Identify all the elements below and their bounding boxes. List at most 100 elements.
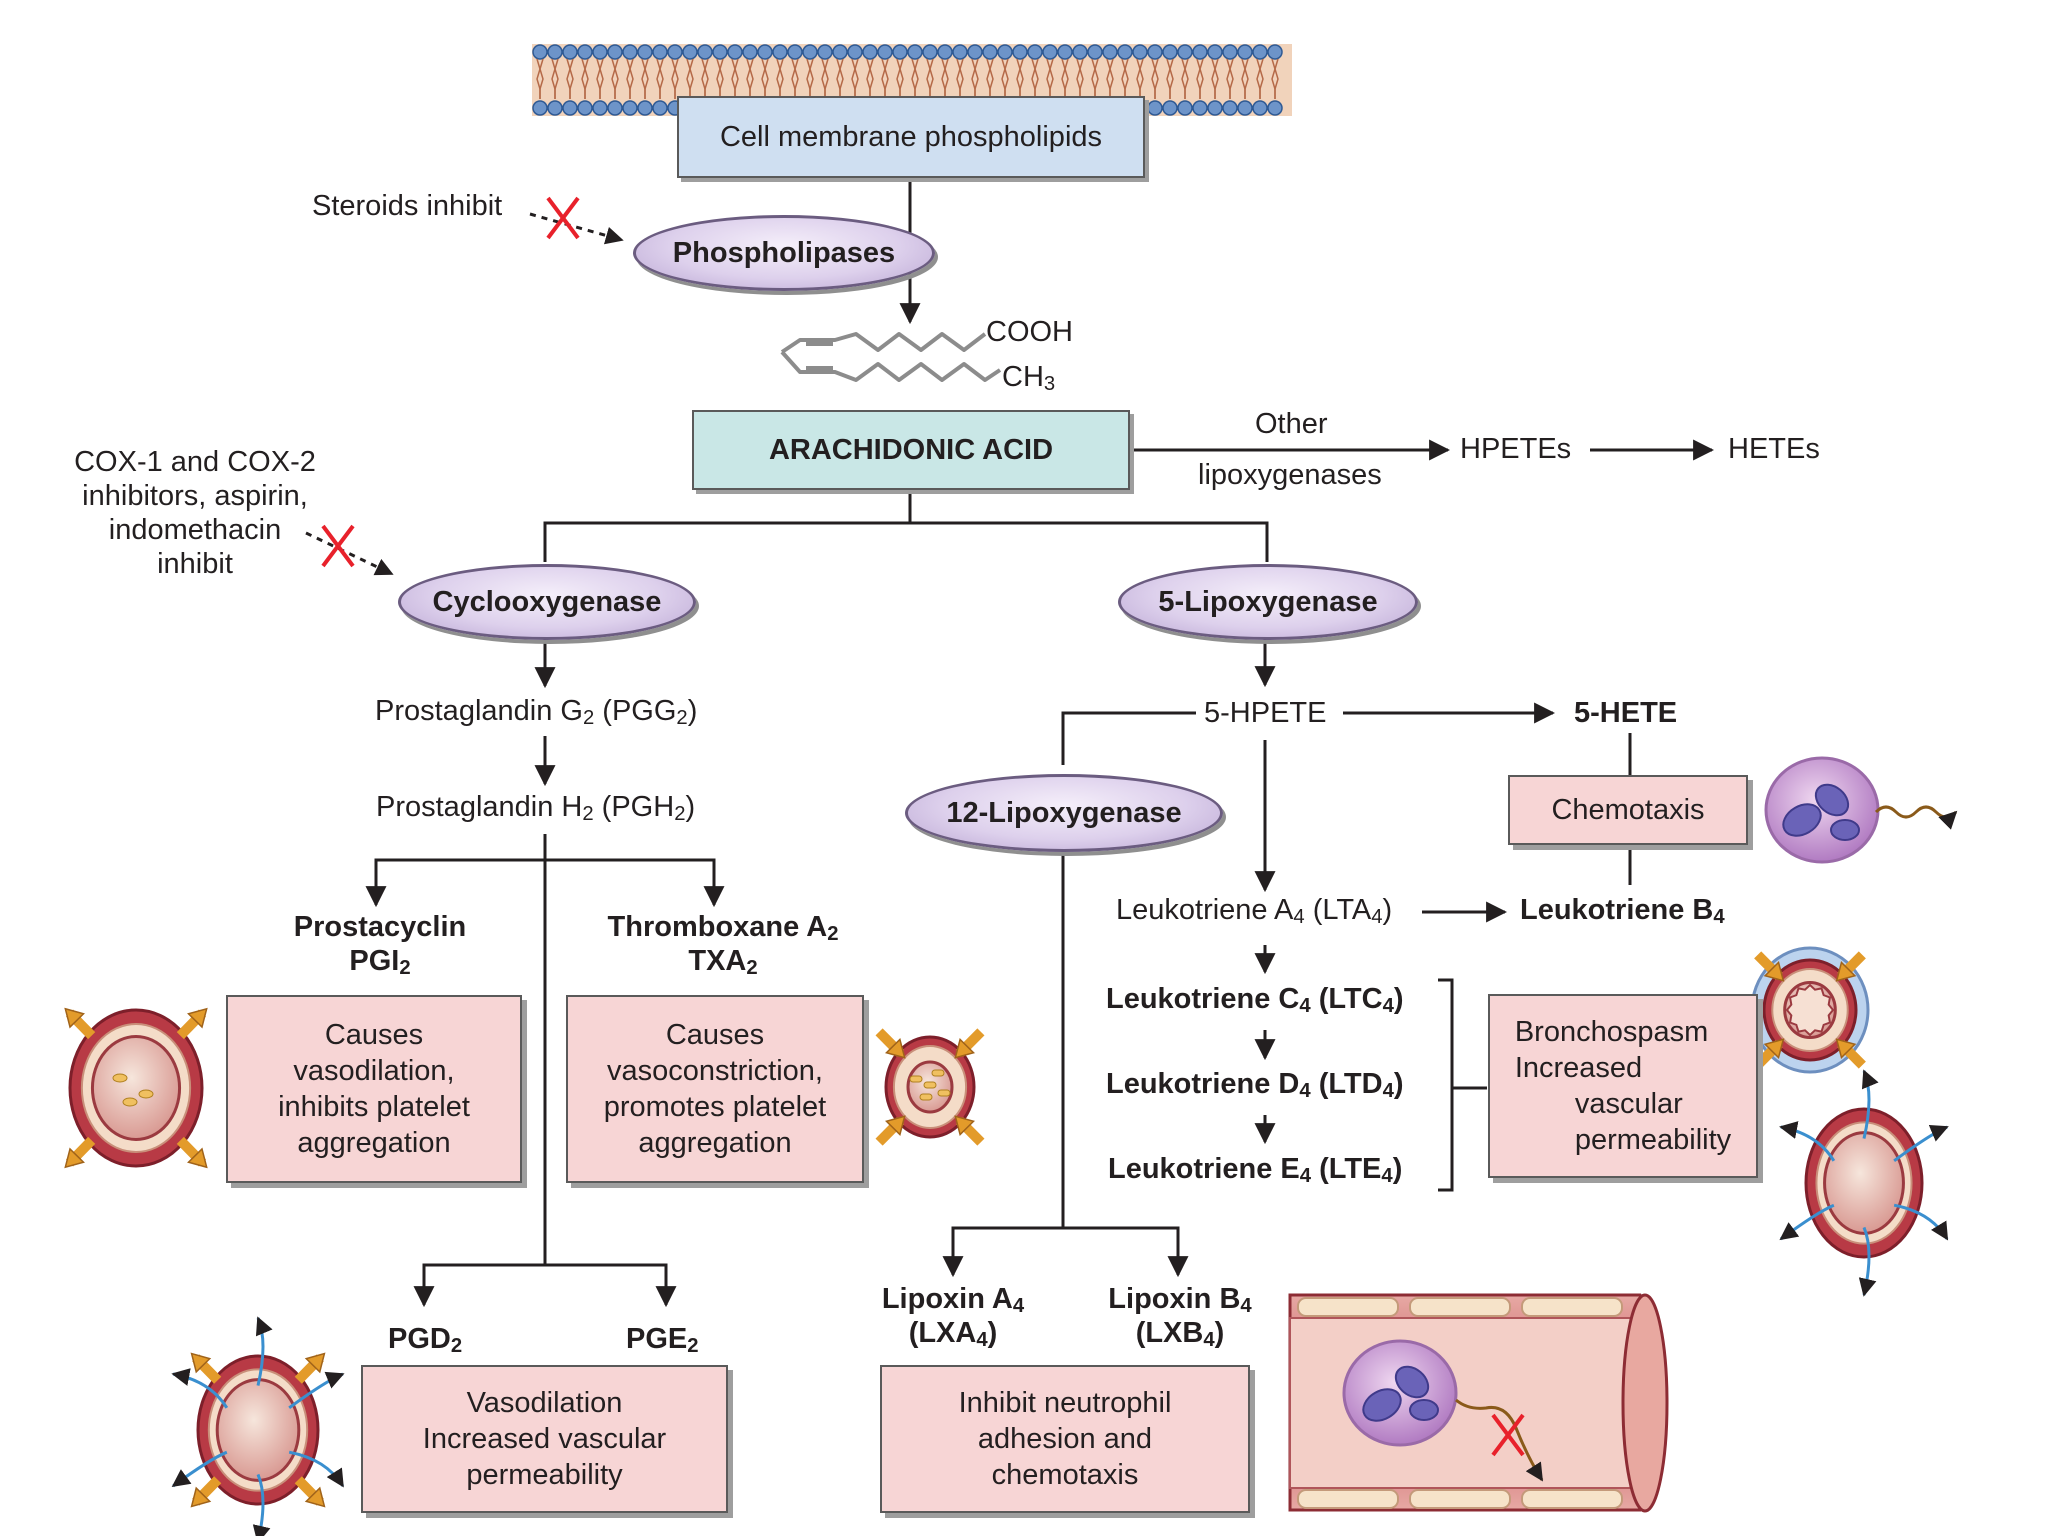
ltc4-sub: 4 [1299,995,1311,1017]
thromboxane-abbr-sub: 2 [746,957,758,979]
ltb4-label: Leukotriene B4 [1520,893,1725,927]
leukotriene-effect-line3: vascular [1574,1088,1683,1120]
leukotriene-effect-line2: Increased [1514,1052,1643,1084]
thromboxane-effect-line3: promotes platelet [603,1091,827,1123]
lipoxin-effect-line2: adhesion and [977,1423,1153,1455]
leukotriene-effect-text: Bronchospasm Increased vascular permeabi… [1515,1014,1731,1158]
chemotaxis-label: Chemotaxis [1551,794,1705,826]
lta4-label: Leukotriene A4 (LTA4) [1116,893,1392,927]
leukotriene-effect-line1: Bronchospasm [1514,1016,1709,1048]
cyclooxygenase-label: Cyclooxygenase [432,585,662,618]
pgh2-sub: 2 [582,803,594,825]
thromboxane-effect-line1: Causes [665,1019,765,1051]
prostacyclin-effect-line3: inhibits platelet [278,1091,470,1123]
lxa4-post: ) [987,1317,998,1349]
ch3-sub: 3 [1043,373,1056,395]
ltc4-label: Leukotriene C4 (LTC4) [1106,982,1404,1016]
lxb4-sub: 4 [1240,1295,1252,1317]
arachidonic-acid-box: ARACHIDONIC ACID [692,410,1130,490]
hetes-label: HETEs [1728,433,1820,465]
pge2-sub: 2 [687,1335,699,1357]
thromboxane-effect-text: Causes vasoconstriction, promotes platel… [604,1017,826,1161]
thromboxane-label: Thromboxane A2 TXA2 [598,910,848,978]
lte4-sub2: 4 [1381,1165,1393,1187]
prostacyclin-abbr: PGI2 [349,944,410,978]
pgh2-pre: Prostaglandin H [376,791,583,823]
lxb4-abbr-sub: 4 [1203,1329,1215,1351]
lta4-sub2: 4 [1371,906,1383,928]
prostacyclin-abbr-sub: 2 [399,957,411,979]
prostaglandin-effect-text: Vasodilation Increased vascular permeabi… [423,1385,666,1493]
lipoxin-effect-text: Inhibit neutrophil adhesion and chemotax… [959,1385,1172,1493]
lta4-mid: (LTA [1304,894,1372,926]
thromboxane-abbr: TXA2 [688,944,757,978]
lte4-sub: 4 [1299,1165,1312,1187]
inhibitor-arrows [305,212,624,576]
pgg2-sub: 2 [582,707,595,729]
connector-lines [365,180,1715,1308]
pgh2-sub2: 2 [674,803,686,825]
leukotriene-effect-line4: permeability [1574,1124,1732,1156]
cooh-label: COOH [986,316,1073,348]
inhibit-x-marks [321,196,580,568]
ltd4-label: Leukotriene D4 (LTD4) [1106,1067,1404,1101]
prostacyclin-effect-box: Causes vasodilation, inhibits platelet a… [226,995,522,1183]
neutrophil-icon [1764,756,1958,864]
leukotriene-effect-box: Bronchospasm Increased vascular permeabi… [1488,994,1758,1178]
ch3-label: CH3 [1002,360,1055,394]
thromboxane-effect-box: Causes vasoconstriction, promotes platel… [566,995,864,1183]
arachidonic-acid-structure [780,332,1002,382]
thromboxane-abbr-text: TXA [688,945,747,977]
prostacyclin-effect-line1: Causes [324,1019,424,1051]
lte4-label: Leukotriene E4 (LTE4) [1108,1152,1402,1186]
steroids-inhibit-label: Steroids inhibit [312,190,503,222]
phospholipases-label: Phospholipases [672,236,896,269]
lxb4-post: ) [1214,1317,1225,1349]
prostacyclin-abbr-text: PGI [349,945,400,977]
blood-vessel-tube-icon [1288,1293,1669,1513]
lta4-pre: Leukotriene A [1116,894,1294,926]
cox-inhibitors-line3: indomethacin [108,514,282,546]
ltd4-sub2: 4 [1382,1080,1394,1102]
pgh2-mid: (PGH [593,791,675,823]
lxb4-name: Lipoxin B4 [1108,1282,1251,1316]
thromboxane-name-text: Thromboxane A [607,911,828,943]
lxa4-name: Lipoxin A4 [882,1282,1024,1316]
ch3-text: CH [1002,361,1044,393]
pge2-pre: PGE [626,1323,688,1355]
lipoxin-effect-box: Inhibit neutrophil adhesion and chemotax… [880,1365,1250,1513]
cox-inhibitors-line4: inhibit [157,548,233,580]
prostacyclin-effect-text: Causes vasodilation, inhibits platelet a… [278,1017,470,1161]
lxb4-label: Lipoxin B4 (LXB4) [1096,1282,1264,1350]
pgd2-sub: 2 [450,1335,463,1357]
prostacyclin-name: Prostacyclin [293,911,467,943]
pgd2-pre: PGD [388,1323,451,1355]
5-hpete-label: 5-HPETE [1198,696,1333,730]
lipoxin-effect-line1: Inhibit neutrophil [958,1387,1172,1419]
12-lipoxygenase-label: 12-Lipoxygenase [946,796,1182,829]
cox-inhibitors-line2: inhibitors, aspirin, [82,480,308,512]
vessel-constricted-icon [875,1028,985,1146]
thromboxane-name: Thromboxane A2 [608,910,839,944]
pgh2-post: ) [685,791,696,823]
lxb4-pre: Lipoxin B [1108,1283,1241,1315]
lipoxin-effect-line3: chemotaxis [991,1459,1139,1491]
pge2-label: PGE2 [626,1322,699,1356]
prostacyclin-effect-line2: vasodilation, [293,1055,455,1087]
vessel-dilated-icon [64,1007,208,1169]
ltb4-pre: Leukotriene B [1520,894,1714,926]
thromboxane-effect-line4: aggregation [638,1127,792,1159]
lte4-mid: (LTE [1311,1153,1382,1185]
ltd4-post: ) [1393,1068,1404,1100]
pgg2-pre: Prostaglandin G [375,695,583,727]
ltc4-pre: Leukotriene C [1106,983,1300,1015]
prostacyclin-effect-line4: aggregation [297,1127,451,1159]
ltc4-sub2: 4 [1382,995,1394,1017]
arachidonic-acid-label: ARACHIDONIC ACID [768,434,1054,466]
prostaglandin-effect-line2: Increased vascular [422,1423,667,1455]
pgg2-sub2: 2 [676,707,688,729]
ltd4-mid: (LTD [1310,1068,1383,1100]
other-label: Other [1255,408,1328,440]
prostaglandin-effect-box: Vasodilation Increased vascular permeabi… [361,1365,728,1513]
5-lipoxygenase-enzyme: 5-Lipoxygenase [1118,564,1418,640]
